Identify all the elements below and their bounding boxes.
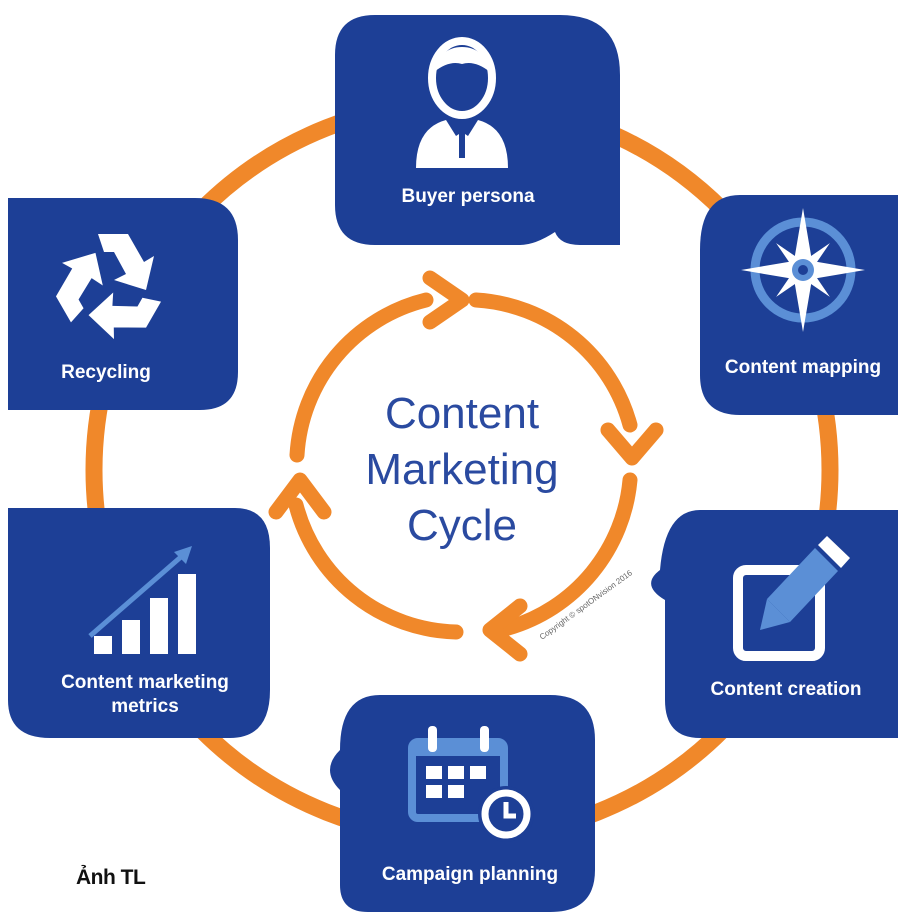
- node-content-mapping: Content mapping: [700, 195, 898, 415]
- calendar-icon: [408, 726, 534, 842]
- inner-cycle-arrows: [288, 292, 638, 640]
- person-icon: [416, 37, 508, 168]
- edit-icon: [733, 536, 850, 661]
- image-caption: Ảnh TL: [76, 866, 146, 889]
- label-content-creation: Content creation: [711, 679, 862, 700]
- label-buyer-persona: Buyer persona: [401, 186, 534, 207]
- center-title-line-2: Marketing: [365, 445, 558, 494]
- node-content-marketing-metrics: Content marketing metrics: [8, 508, 270, 738]
- node-content-creation: Content creation: [651, 510, 898, 738]
- node-recycling: Recycling: [8, 198, 238, 410]
- center-title-line-3: Cycle: [407, 501, 517, 550]
- node-buyer-persona: Buyer persona: [335, 15, 620, 245]
- node-campaign-planning: Campaign planning: [330, 695, 595, 912]
- label-campaign-planning: Campaign planning: [382, 864, 558, 885]
- center-title-line-1: Content: [385, 389, 539, 438]
- label-content-marketing-metrics-line-1: Content marketing: [61, 672, 229, 693]
- label-content-mapping: Content mapping: [725, 357, 881, 378]
- label-content-marketing-metrics-line-2: metrics: [111, 696, 179, 717]
- inner-arrowheads: [268, 270, 664, 662]
- recycle-icon: [55, 234, 162, 340]
- label-recycling: Recycling: [61, 362, 151, 383]
- compass-icon: [741, 208, 865, 332]
- bar-chart-icon: [88, 546, 196, 654]
